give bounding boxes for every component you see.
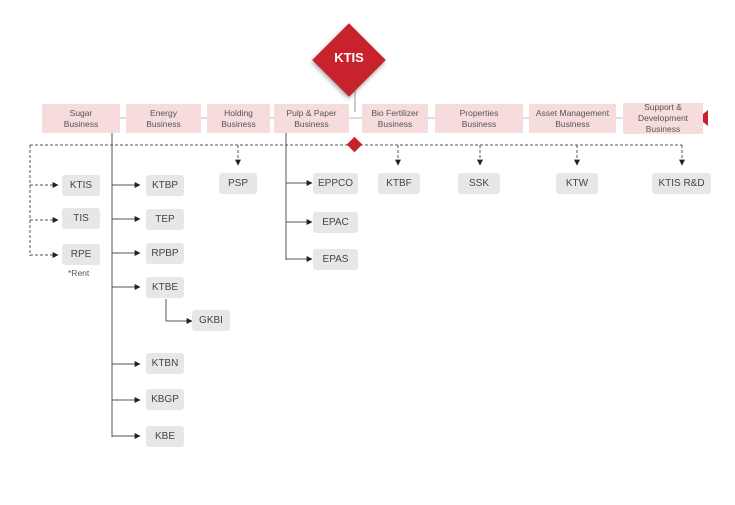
root-label: KTIS — [334, 50, 364, 65]
company-rpbp: RPBP — [146, 243, 184, 264]
company-ktbn: KTBN — [146, 353, 184, 374]
company-kbe: KBE — [146, 426, 184, 447]
company-rpe: RPE — [62, 244, 100, 265]
business-pulp-paper: Pulp & Paper Business — [274, 104, 349, 133]
company-epac: EPAC — [313, 212, 358, 233]
business-sugar: Sugar Business — [42, 104, 120, 133]
company-ktis: KTIS — [62, 175, 100, 196]
right-arrow-marker — [698, 110, 708, 126]
company-eppco: EPPCO — [313, 173, 358, 194]
company-ktbe: KTBE — [146, 277, 184, 298]
company-psp: PSP — [219, 173, 257, 194]
business-support-development: Support & Development Business — [623, 102, 703, 134]
business-bio-fertilizer: Bio Fertilizer Business — [362, 104, 428, 133]
company-ktis-rd: KTIS R&D — [652, 173, 711, 194]
company-kbgp: KBGP — [146, 389, 184, 410]
rent-note: *Rent — [68, 268, 90, 278]
company-ktw: KTW — [556, 173, 598, 194]
business-holding: Holding Business — [207, 104, 270, 133]
company-epas: EPAS — [313, 249, 358, 270]
company-tep: TEP — [146, 209, 184, 230]
business-properties: Properties Business — [435, 104, 523, 133]
company-tis: TIS — [62, 208, 100, 229]
junction-diamond — [346, 136, 363, 153]
company-ktbp: KTBP — [146, 175, 184, 196]
company-ssk: SSK — [458, 173, 500, 194]
company-ktbf: KTBF — [378, 173, 420, 194]
company-gkbi: GKBI — [192, 310, 230, 331]
business-energy: Energy Business — [126, 104, 201, 133]
business-asset-management: Asset Management Business — [529, 104, 616, 133]
